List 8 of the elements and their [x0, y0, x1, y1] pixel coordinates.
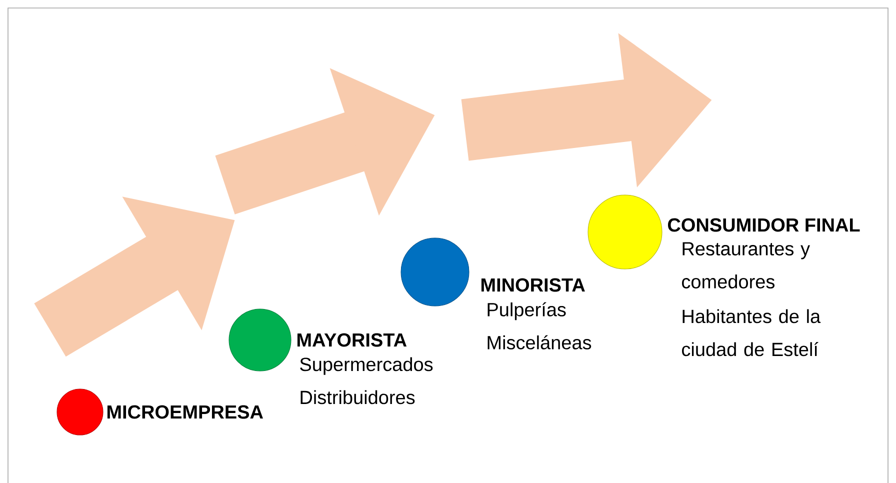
stage-description: Supermercados Distribuidores: [300, 357, 433, 404]
stage-description: Pulperías Misceláneas: [488, 302, 592, 350]
stage-heading: CONSUMIDOR FINAL: [668, 218, 860, 232]
stage-description: Habitantes de la ciudad de Estelí: [682, 309, 821, 356]
stage-heading: MICROEMPRESA: [107, 405, 263, 419]
stage-heading: MAYORISTA: [297, 333, 407, 347]
stage-description: Restaurantes y comedores: [682, 242, 810, 288]
stage-heading: MINORISTA: [481, 278, 585, 292]
